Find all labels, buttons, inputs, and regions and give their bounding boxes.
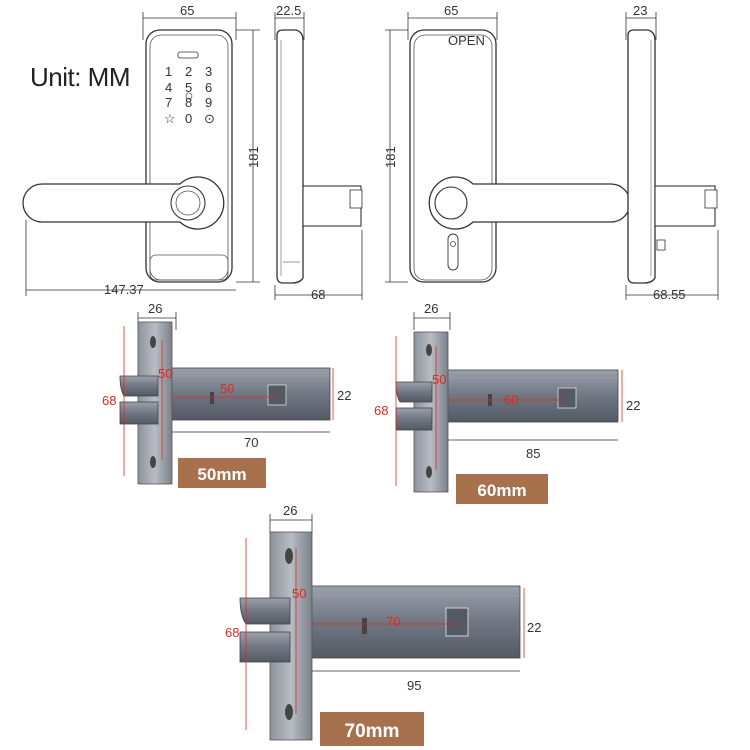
latch-50-body (169, 367, 331, 421)
side-front-depth-label: 22.5 (276, 3, 301, 18)
latch-50mm: 26 68 50 50 70 22 50mm (102, 301, 351, 488)
key-1: 1 (165, 64, 172, 79)
key-star: ☆ (164, 111, 176, 126)
side-view-back: 23 68.55 (625, 3, 719, 302)
latch-70-backset: 70 (386, 614, 400, 629)
side-back-depth-label: 23 (633, 3, 647, 18)
thumb-turn (434, 186, 468, 220)
latch-50-hub-offset: 50 (158, 366, 172, 381)
front-handle (22, 176, 225, 230)
key-lock: ⊙ (204, 111, 215, 126)
key-5: 5 (185, 80, 192, 95)
latch-50-body-height: 22 (337, 388, 351, 403)
latch-70-body-height: 22 (527, 620, 541, 635)
key-0: 0 (185, 111, 192, 126)
side-back-total-depth-label: 68.55 (653, 287, 686, 302)
latch-70-body-length: 95 (407, 678, 421, 693)
handle-length-label: 147.37 (104, 282, 144, 297)
latch-70-hub-offset: 50 (292, 586, 306, 601)
key-4: 4 (165, 80, 172, 95)
back-height-label: 181 (383, 146, 398, 168)
key-7: 7 (165, 95, 172, 110)
side-back-body (627, 29, 656, 284)
front-height-label: 181 (246, 146, 261, 168)
latch-60-backset: 60 (504, 392, 518, 407)
emergency-key-cover (447, 233, 459, 271)
latch-50-badge (178, 458, 266, 488)
latch-60-faceplate-width: 26 (424, 301, 438, 316)
key-3: 3 (205, 64, 212, 79)
latch-60-faceplate-height: 68 (374, 403, 388, 418)
latch-60-body (445, 369, 619, 423)
latch-50-backset: 50 (220, 381, 234, 396)
latch-60-badge (456, 474, 548, 504)
keypad: 1 2 3 4 5 6 7 8 9 ☆ 0 ⊙ (164, 64, 215, 126)
latch-60mm: 26 68 50 60 85 22 60mm (374, 301, 640, 504)
side-front-body (276, 29, 304, 284)
latch-60-body-length: 85 (526, 446, 540, 461)
back-view: 65 OPEN 181 (383, 3, 631, 283)
card-reader-slot (177, 51, 199, 59)
latch-70-body (307, 585, 521, 659)
latch-70mm: 26 68 50 70 95 22 70mm (225, 503, 541, 746)
latch-60-badge-label: 60mm (477, 481, 526, 500)
open-label: OPEN (448, 33, 485, 48)
side-front-total-depth-label: 68 (311, 287, 325, 302)
latch-50-body-length: 70 (244, 435, 258, 450)
card-icon (185, 92, 193, 100)
key-2: 2 (185, 64, 192, 79)
latch-70-faceplate-height: 68 (225, 625, 239, 640)
front-width-label: 65 (180, 3, 194, 18)
key-6: 6 (205, 80, 212, 95)
latch-70-faceplate-width: 26 (283, 503, 297, 518)
latch-50-faceplate-width: 26 (148, 301, 162, 316)
latch-50-faceplate-height: 68 (102, 393, 116, 408)
key-8: 8 (185, 95, 192, 110)
latch-60-hub-offset: 50 (432, 372, 446, 387)
unit-label: Unit: MM (30, 62, 131, 92)
key-9: 9 (205, 95, 212, 110)
side-view-front: 22.5 68 (274, 3, 363, 302)
latch-70-badge (320, 712, 424, 746)
latch-70-badge-label: 70mm (345, 721, 400, 742)
latch-50-badge-label: 50mm (197, 465, 246, 484)
back-width-label: 65 (444, 3, 458, 18)
latch-60-body-height: 22 (626, 398, 640, 413)
front-view: 65 1 2 3 4 5 6 7 8 9 ☆ 0 ⊙ 181 (22, 3, 261, 297)
